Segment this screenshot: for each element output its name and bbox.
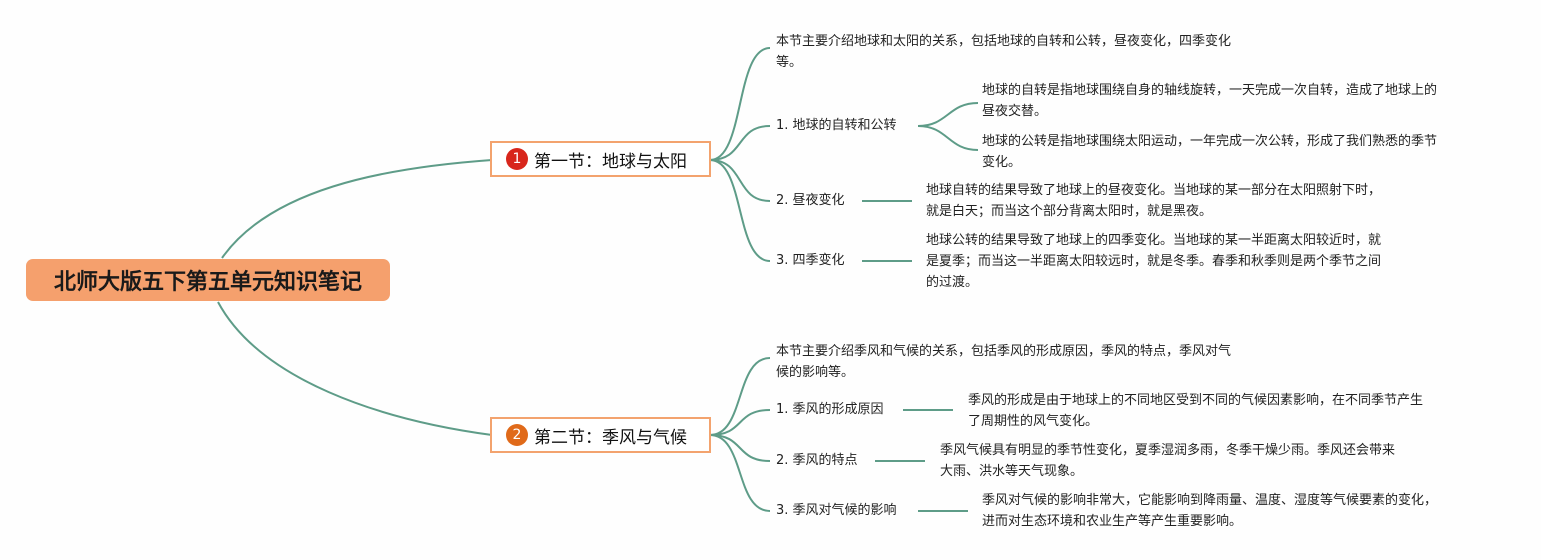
topic-detail[interactable]: 季风对气候的影响非常大，它能影响到降雨量、温度、湿度等气候要素的变化， 进而对生… bbox=[982, 493, 1438, 529]
section-1-intro[interactable]: 本节主要介绍地球和太阳的关系，包括地球的自转和公转，昼夜变化，四季变化 等。 bbox=[776, 34, 1232, 70]
section-node-2[interactable]: 2 第二节：季风与气候 bbox=[490, 417, 711, 453]
topic-label[interactable]: 3. 四季变化 bbox=[776, 253, 845, 268]
topic-label[interactable]: 2. 季风的特点 bbox=[776, 453, 858, 468]
topic-detail[interactable]: 季风气候具有明显的季节性变化，夏季湿润多雨，冬季干燥少雨。季风还会带来 大雨、洪… bbox=[940, 443, 1396, 479]
priority-2-icon: 2 bbox=[506, 424, 528, 446]
topic-label[interactable]: 2. 昼夜变化 bbox=[776, 193, 845, 208]
topic-detail[interactable]: 季风的形成是由于地球上的不同地区受到不同的气候因素影响，在不同季节产生 了周期性… bbox=[968, 393, 1424, 429]
section-title: 第一节：地球与太阳 bbox=[534, 151, 687, 172]
section-2-intro[interactable]: 本节主要介绍季风和气候的关系，包括季风的形成原因，季风的特点，季风对气 候的影响… bbox=[776, 344, 1232, 380]
topic-label[interactable]: 1. 季风的形成原因 bbox=[776, 402, 884, 417]
priority-1-icon: 1 bbox=[506, 148, 528, 170]
topic-label[interactable]: 3. 季风对气候的影响 bbox=[776, 503, 897, 518]
topic-label[interactable]: 1. 地球的自转和公转 bbox=[776, 118, 897, 133]
section-node-1[interactable]: 1 第一节：地球与太阳 bbox=[490, 141, 711, 177]
root-node[interactable]: 北师大版五下第五单元知识笔记 bbox=[26, 259, 390, 301]
topic-detail[interactable]: 地球的公转是指地球围绕太阳运动，一年完成一次公转，形成了我们熟悉的季节 变化。 bbox=[982, 134, 1438, 170]
topic-detail[interactable]: 地球自转的结果导致了地球上的昼夜变化。当地球的某一部分在太阳照射下时， 就是白天… bbox=[926, 183, 1382, 219]
topic-detail[interactable]: 地球公转的结果导致了地球上的四季变化。当地球的某一半距离太阳较近时，就 是夏季；… bbox=[926, 233, 1382, 290]
root-title: 北师大版五下第五单元知识笔记 bbox=[53, 270, 362, 295]
topic-detail[interactable]: 地球的自转是指地球围绕自身的轴线旋转，一天完成一次自转，造成了地球上的 昼夜交替… bbox=[982, 83, 1438, 119]
section-title: 第二节：季风与气候 bbox=[534, 427, 687, 448]
